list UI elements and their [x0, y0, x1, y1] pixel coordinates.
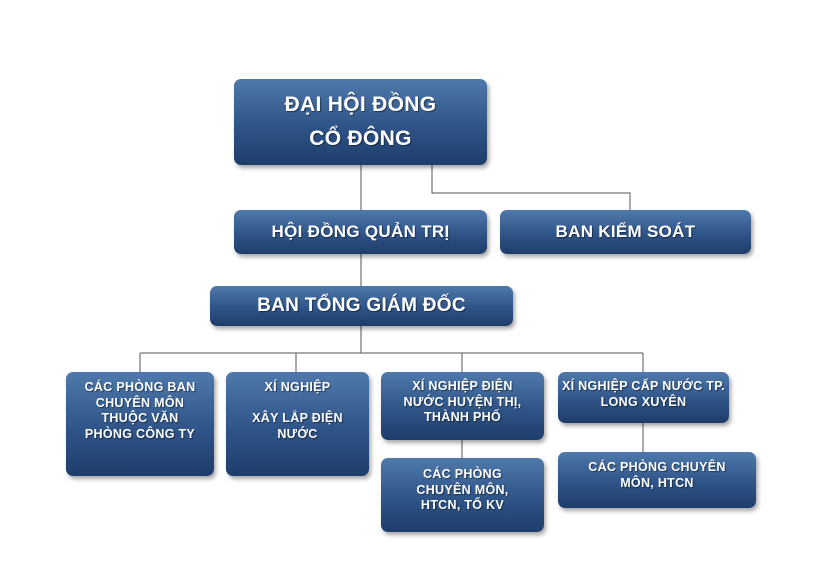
node-shareholders-label: ĐẠI HỘI ĐỒNG CỔ ĐÔNG [284, 93, 437, 150]
node-supervisory-label: BAN KIỂM SOÁT [555, 222, 696, 242]
node-longxuyen-sub-label: CÁC PHÒNG CHUYÊN MÔN, HTCN [588, 460, 726, 490]
node-district-label: XÍ NGHIỆP ĐIỆN NƯỚC HUYỆN THỊ, THÀNH PHỐ [403, 379, 522, 425]
node-district-sub-label: CÁC PHÒNG CHUYÊN MÔN, HTCN, TỔ KV [416, 467, 509, 513]
node-longxuyen-label: XÍ NGHIỆP CẤP NƯỚC TP. LONG XUYÊN [561, 379, 726, 409]
node-longxuyen-sub: CÁC PHÒNG CHUYÊN MÔN, HTCN [558, 452, 756, 508]
node-departments-label: CÁC PHÒNG BAN CHUYÊN MÔN THUỘC VĂN PHÒNG… [84, 380, 196, 441]
node-board-label: HỘI ĐỒNG QUẢN TRỊ [271, 222, 450, 242]
node-supervisory: BAN KIỂM SOÁT [500, 210, 751, 254]
node-management: BAN TỔNG GIÁM ĐỐC [210, 286, 513, 326]
node-departments: CÁC PHÒNG BAN CHUYÊN MÔN THUỘC VĂN PHÒNG… [66, 372, 214, 476]
node-board: HỘI ĐỒNG QUẢN TRỊ [234, 210, 487, 254]
node-construction-label: XÍ NGHIỆP XÂY LẮP ĐIỆN NƯỚC [252, 380, 343, 441]
node-longxuyen: XÍ NGHIỆP CẤP NƯỚC TP. LONG XUYÊN [558, 372, 729, 423]
node-construction: XÍ NGHIỆP XÂY LẮP ĐIỆN NƯỚC [226, 372, 369, 476]
node-district-sub: CÁC PHÒNG CHUYÊN MÔN, HTCN, TỔ KV [381, 458, 544, 532]
connector-shareholders-supervisory [431, 165, 631, 210]
node-shareholders: ĐẠI HỘI ĐỒNG CỔ ĐÔNG [234, 79, 487, 165]
node-district: XÍ NGHIỆP ĐIỆN NƯỚC HUYỆN THỊ, THÀNH PHỐ [381, 372, 544, 440]
node-management-label: BAN TỔNG GIÁM ĐỐC [257, 295, 466, 317]
